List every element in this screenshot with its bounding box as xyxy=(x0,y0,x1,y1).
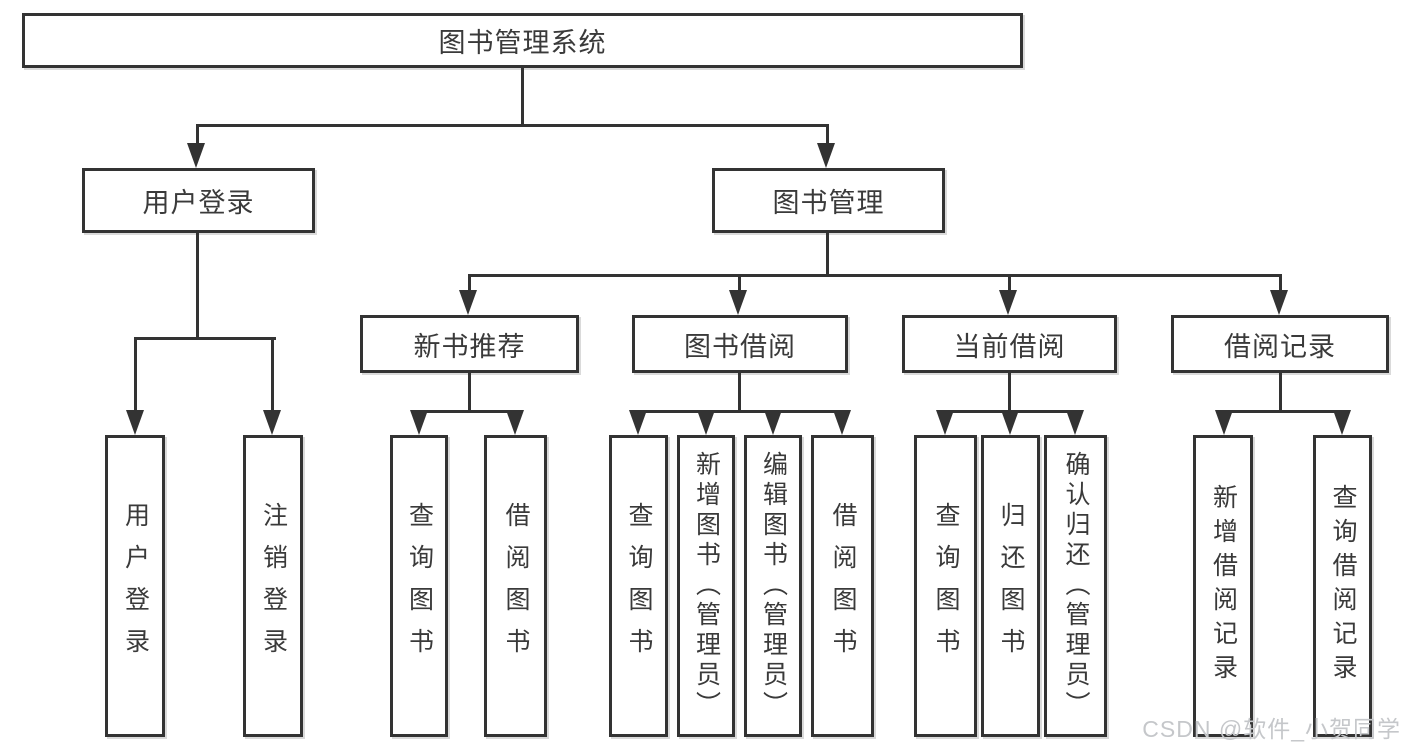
node-label: 图书管理 xyxy=(772,188,885,218)
csdn-watermark: CSDN @软件_小贺同学 xyxy=(1142,716,1401,742)
leaf-bb-borrow-books: 借阅图书 xyxy=(811,435,874,737)
node-book-borrowing: 图书借阅 xyxy=(632,315,848,373)
node-label: 当前借阅 xyxy=(953,331,1066,362)
node-new-book-recommend: 新书推荐 xyxy=(360,315,579,373)
node-book-management: 图书管理 xyxy=(712,168,945,233)
arrowhead-to-user-login xyxy=(187,143,205,168)
leaf-label: 查询借阅记录 xyxy=(1329,484,1357,688)
connector-stem-leaf-logout xyxy=(271,340,274,412)
leaf-cb-return-books: 归还图书 xyxy=(981,435,1040,737)
leaf-label: 借阅图书 xyxy=(502,502,530,670)
leaf-label: 用户登录 xyxy=(121,502,150,670)
arrowhead-to-rec-borrow xyxy=(506,410,524,435)
arrowhead-to-br-query xyxy=(1333,410,1351,435)
connector-user-login-horizontal xyxy=(134,337,276,340)
node-label: 图书借阅 xyxy=(684,331,796,362)
leaf-label: 借阅图书 xyxy=(829,502,857,670)
leaf-rec-query-books: 查询图书 xyxy=(390,435,448,737)
connector-root-horizontal xyxy=(196,124,829,127)
arrowhead-to-cb-confirm xyxy=(1066,410,1084,435)
arrowhead-to-rec-query xyxy=(410,410,428,435)
connector-stem-user-login xyxy=(196,127,199,145)
connector-book-borrow-vertical xyxy=(738,373,741,410)
connector-borrow-records-vertical xyxy=(1279,373,1282,410)
connector-user-login-vertical xyxy=(196,233,199,337)
connector-borrow-records-horizontal xyxy=(1223,410,1345,413)
connector-book-borrow-horizontal xyxy=(637,410,845,413)
arrowhead-to-book-borrow xyxy=(729,290,747,315)
leaf-label: 新增借阅记录 xyxy=(1209,484,1238,688)
leaf-bb-add-books-admin: 新增图书（管理员） xyxy=(677,435,735,737)
arrowhead-to-cb-return xyxy=(1001,410,1019,435)
connector-root-vertical xyxy=(521,68,524,124)
connector-book-mgmt-horizontal xyxy=(468,274,1282,277)
node-label: 图书管理系统 xyxy=(438,28,607,58)
arrowhead-to-leaf-logout xyxy=(263,410,281,435)
arrowhead-to-cb-query xyxy=(936,410,954,435)
connector-stem-new-book xyxy=(468,277,471,292)
leaf-cb-query-books: 查询图书 xyxy=(914,435,977,737)
node-user-login: 用户登录 xyxy=(82,168,315,233)
arrowhead-to-current-borrow xyxy=(999,290,1017,315)
connector-stem-current-borrow xyxy=(1008,277,1011,292)
leaf-rec-borrow-books: 借阅图书 xyxy=(484,435,547,737)
node-label: 新书推荐 xyxy=(413,331,526,362)
leaf-label: 查询图书 xyxy=(625,502,653,670)
arrowhead-to-bb-edit xyxy=(764,410,782,435)
arrowhead-to-bb-add xyxy=(697,410,715,435)
connector-stem-book-mgmt xyxy=(826,127,829,145)
node-label: 借阅记录 xyxy=(1224,331,1336,362)
leaf-label: 确认归还（管理员） xyxy=(1062,451,1090,721)
arrowhead-to-borrow-records xyxy=(1270,290,1288,315)
arrowhead-to-book-mgmt xyxy=(817,143,835,168)
arrowhead-to-bb-borrow xyxy=(833,410,851,435)
connector-new-book-vertical xyxy=(468,373,471,410)
leaf-label: 查询图书 xyxy=(932,502,960,670)
leaf-br-query-record: 查询借阅记录 xyxy=(1313,435,1372,737)
leaf-br-add-record: 新增借阅记录 xyxy=(1193,435,1253,737)
leaf-label: 归还图书 xyxy=(997,502,1025,670)
arrowhead-to-br-add xyxy=(1215,410,1233,435)
node-borrowing-records: 借阅记录 xyxy=(1171,315,1389,373)
connector-current-borrow-vertical xyxy=(1008,373,1011,410)
connector-book-mgmt-vertical xyxy=(826,233,829,274)
leaf-bb-query-books: 查询图书 xyxy=(609,435,668,737)
leaf-label: 查询图书 xyxy=(405,502,434,670)
node-label: 用户登录 xyxy=(142,188,255,218)
connector-new-book-horizontal xyxy=(418,410,518,413)
leaf-label: 新增图书（管理员） xyxy=(692,451,721,721)
leaf-logout: 注销登录 xyxy=(243,435,303,737)
node-root-library-system: 图书管理系统 xyxy=(22,13,1023,68)
arrowhead-to-bb-query xyxy=(629,410,647,435)
arrowhead-to-new-book xyxy=(459,290,477,315)
leaf-user-login: 用户登录 xyxy=(105,435,165,737)
connector-stem-leaf-login xyxy=(134,340,137,412)
connector-stem-borrow-records xyxy=(1279,277,1282,292)
connector-stem-book-borrow xyxy=(738,277,741,292)
leaf-label: 编辑图书（管理员） xyxy=(759,451,788,721)
leaf-cb-confirm-return-admin: 确认归还（管理员） xyxy=(1044,435,1107,737)
leaf-label: 注销登录 xyxy=(259,502,288,670)
leaf-bb-edit-books-admin: 编辑图书（管理员） xyxy=(744,435,802,737)
arrowhead-to-leaf-login xyxy=(126,410,144,435)
node-current-borrowing: 当前借阅 xyxy=(902,315,1117,373)
